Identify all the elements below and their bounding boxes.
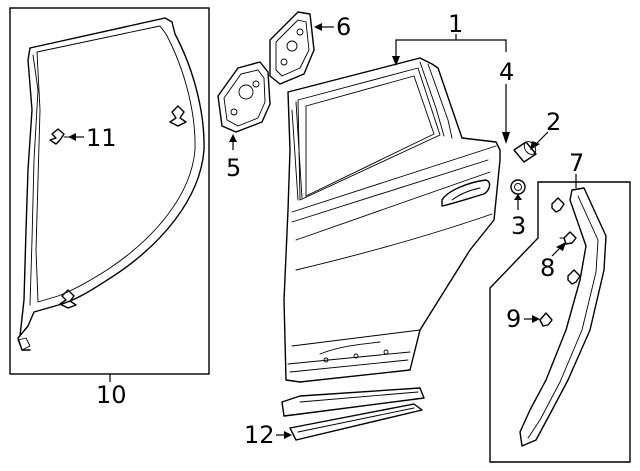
garnish-panel (489, 181, 631, 463)
clip-top-icon (551, 197, 565, 213)
pillar-garnish (519, 187, 607, 447)
clip-8-icon (559, 231, 577, 245)
clip-lower-icon (59, 289, 77, 309)
access-panel-6 (269, 11, 315, 85)
door-weatherstrip (17, 17, 205, 351)
rear-door-shell (283, 57, 501, 383)
access-panel-5 (217, 61, 271, 133)
door-handle-icon (441, 179, 491, 207)
clip-mid-icon (567, 269, 581, 285)
callout-4: 4 (499, 58, 514, 86)
callout-12: 12 (244, 421, 275, 449)
door-lower-trim-icon (319, 341, 389, 363)
callout-3: 3 (511, 212, 526, 240)
weatherstrip-panel (9, 7, 210, 375)
callout-10: 10 (96, 381, 127, 409)
clip-upper-right-icon (169, 105, 187, 127)
lower-door-molding (281, 387, 425, 441)
clip-9-icon (539, 312, 553, 327)
grommet-3-icon (510, 179, 526, 195)
callout-7: 7 (569, 149, 584, 177)
callout-2: 2 (546, 108, 561, 136)
callout-5: 5 (226, 154, 241, 182)
garnish-box (489, 181, 631, 463)
callout-labels: 1 2 3 4 5 6 7 8 9 10 11 12 (86, 10, 584, 449)
callout-6: 6 (336, 13, 351, 41)
callout-9: 9 (506, 305, 521, 333)
clip-11-icon (49, 128, 71, 145)
callout-1: 1 (448, 10, 463, 38)
callout-8: 8 (540, 254, 555, 282)
leader-lines (68, 23, 577, 439)
callout-11: 11 (86, 124, 117, 152)
